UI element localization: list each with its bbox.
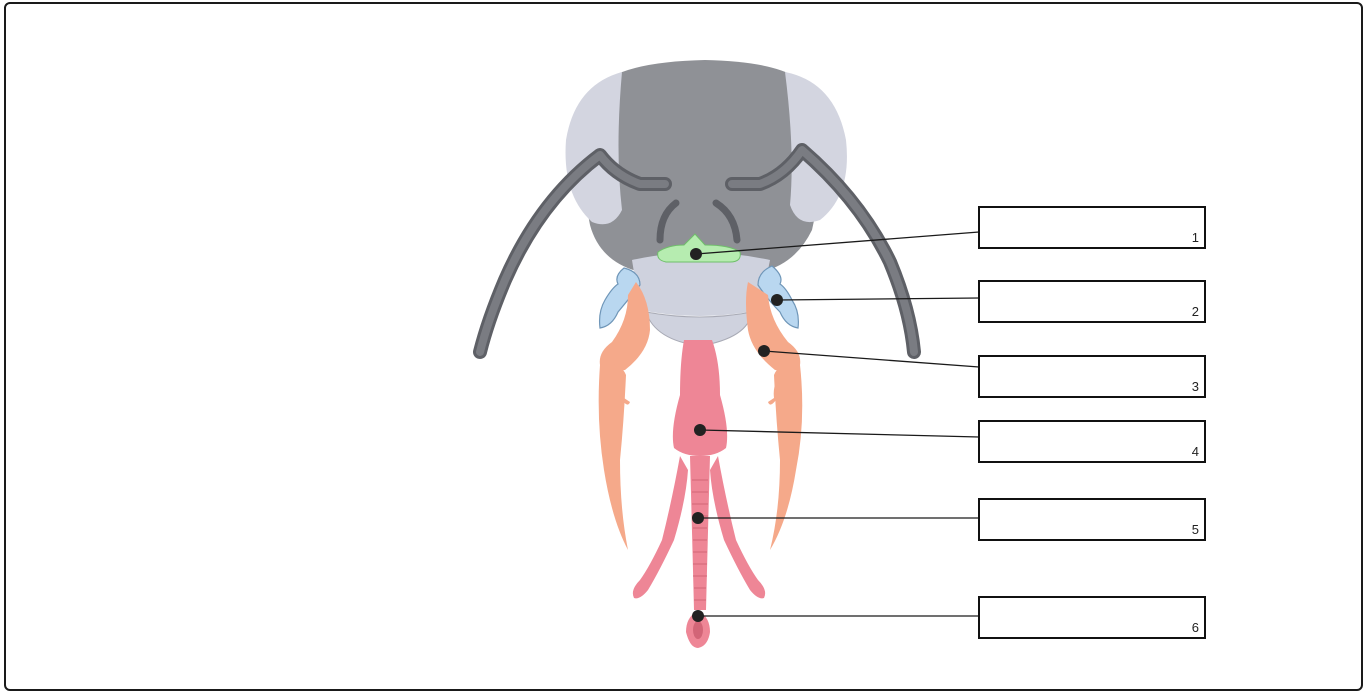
labrum <box>645 311 753 347</box>
leader-dot-6 <box>692 610 704 622</box>
right-maxillary-palp <box>768 372 784 405</box>
head-capsule <box>582 60 821 272</box>
clypeus <box>632 252 770 316</box>
left-frons-mark <box>656 199 680 244</box>
label-number-2: 2 <box>1191 304 1199 319</box>
maxillae <box>598 282 803 550</box>
left-antenna-inner <box>476 151 669 356</box>
right-labial-palp <box>710 456 766 599</box>
leader-line-2 <box>776 297 980 301</box>
label-box-4[interactable]: 4 <box>978 420 1206 463</box>
labellum-inner <box>693 621 703 639</box>
label-box-3[interactable]: 3 <box>978 355 1206 398</box>
green-structure <box>657 233 741 263</box>
right-antenna-inner <box>728 146 918 356</box>
right-maxilla-galea <box>770 363 803 550</box>
leader-line-4 <box>699 429 980 438</box>
label-number-6: 6 <box>1191 620 1199 635</box>
label-number-5: 5 <box>1191 522 1199 537</box>
label-box-6[interactable]: 6 <box>978 596 1206 639</box>
leader-dot-1 <box>690 248 702 260</box>
leader-dot-2 <box>771 294 783 306</box>
prementum <box>672 340 728 456</box>
left-maxilla-stipes <box>599 282 650 371</box>
label-box-1[interactable]: 1 <box>978 206 1206 249</box>
label-number-4: 4 <box>1191 444 1199 459</box>
leader-dot-5 <box>692 512 704 524</box>
left-mandible <box>598 267 641 329</box>
label-box-5[interactable]: 5 <box>978 498 1206 541</box>
right-frons-mark <box>712 199 741 244</box>
antennae <box>473 143 921 359</box>
leader-dot-3 <box>758 345 770 357</box>
left-labial-palp <box>632 456 688 599</box>
glossa <box>690 456 710 610</box>
leader-dot-4 <box>694 424 706 436</box>
leader-lines <box>690 231 980 622</box>
head <box>565 60 847 272</box>
left-compound-eye <box>565 72 622 225</box>
left-maxillary-palp <box>616 372 630 405</box>
labium <box>632 340 766 648</box>
label-number-1: 1 <box>1191 230 1199 245</box>
label-number-3: 3 <box>1191 379 1199 394</box>
left-maxilla-galea <box>598 363 628 550</box>
leader-line-1 <box>695 231 980 255</box>
leader-line-3 <box>763 350 980 368</box>
label-box-2[interactable]: 2 <box>978 280 1206 323</box>
right-compound-eye <box>785 72 847 223</box>
